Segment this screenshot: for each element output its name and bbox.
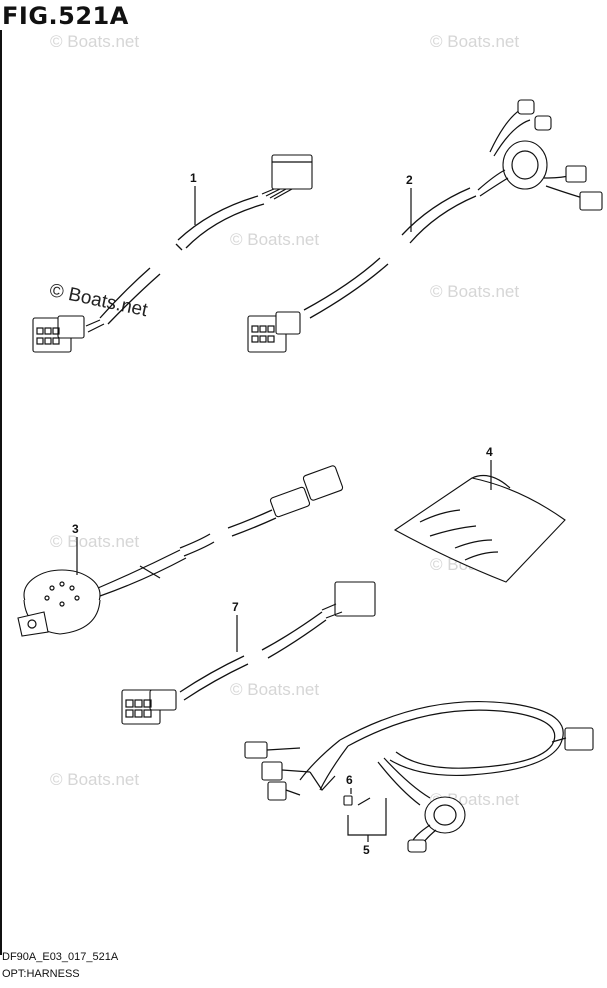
harness-part-2 [247, 99, 603, 353]
watermark: © Boats.net [430, 32, 520, 51]
figure-code: DF90A_E03_017_521A [2, 951, 119, 963]
harness-part-7 [121, 581, 376, 725]
callout-7: 7 [232, 600, 239, 614]
watermark: © Boats.net [230, 230, 320, 249]
figure-caption: OPT:HARNESS [2, 968, 80, 980]
callout-3: 3 [72, 522, 79, 536]
harness-part-1 [32, 154, 313, 353]
callout-5: 5 [363, 843, 370, 857]
bag-part-4 [393, 475, 566, 583]
callout-6: 6 [346, 773, 353, 787]
left-border [0, 30, 2, 955]
callout-leaders [76, 186, 492, 842]
harness-part-5 [244, 700, 594, 853]
callout-1: 1 [190, 171, 197, 185]
watermark: © Boats.net [230, 680, 320, 699]
figure-title: FIG.521A [2, 2, 129, 30]
callout-2: 2 [406, 173, 413, 187]
watermark: © Boats.net [430, 282, 520, 301]
buzzer-part-3 [17, 465, 344, 637]
callout-4: 4 [486, 445, 493, 459]
watermark: © Boats.net [50, 32, 140, 51]
watermark: © Boats.net [50, 532, 140, 551]
watermark: © Boats.net [50, 770, 140, 789]
